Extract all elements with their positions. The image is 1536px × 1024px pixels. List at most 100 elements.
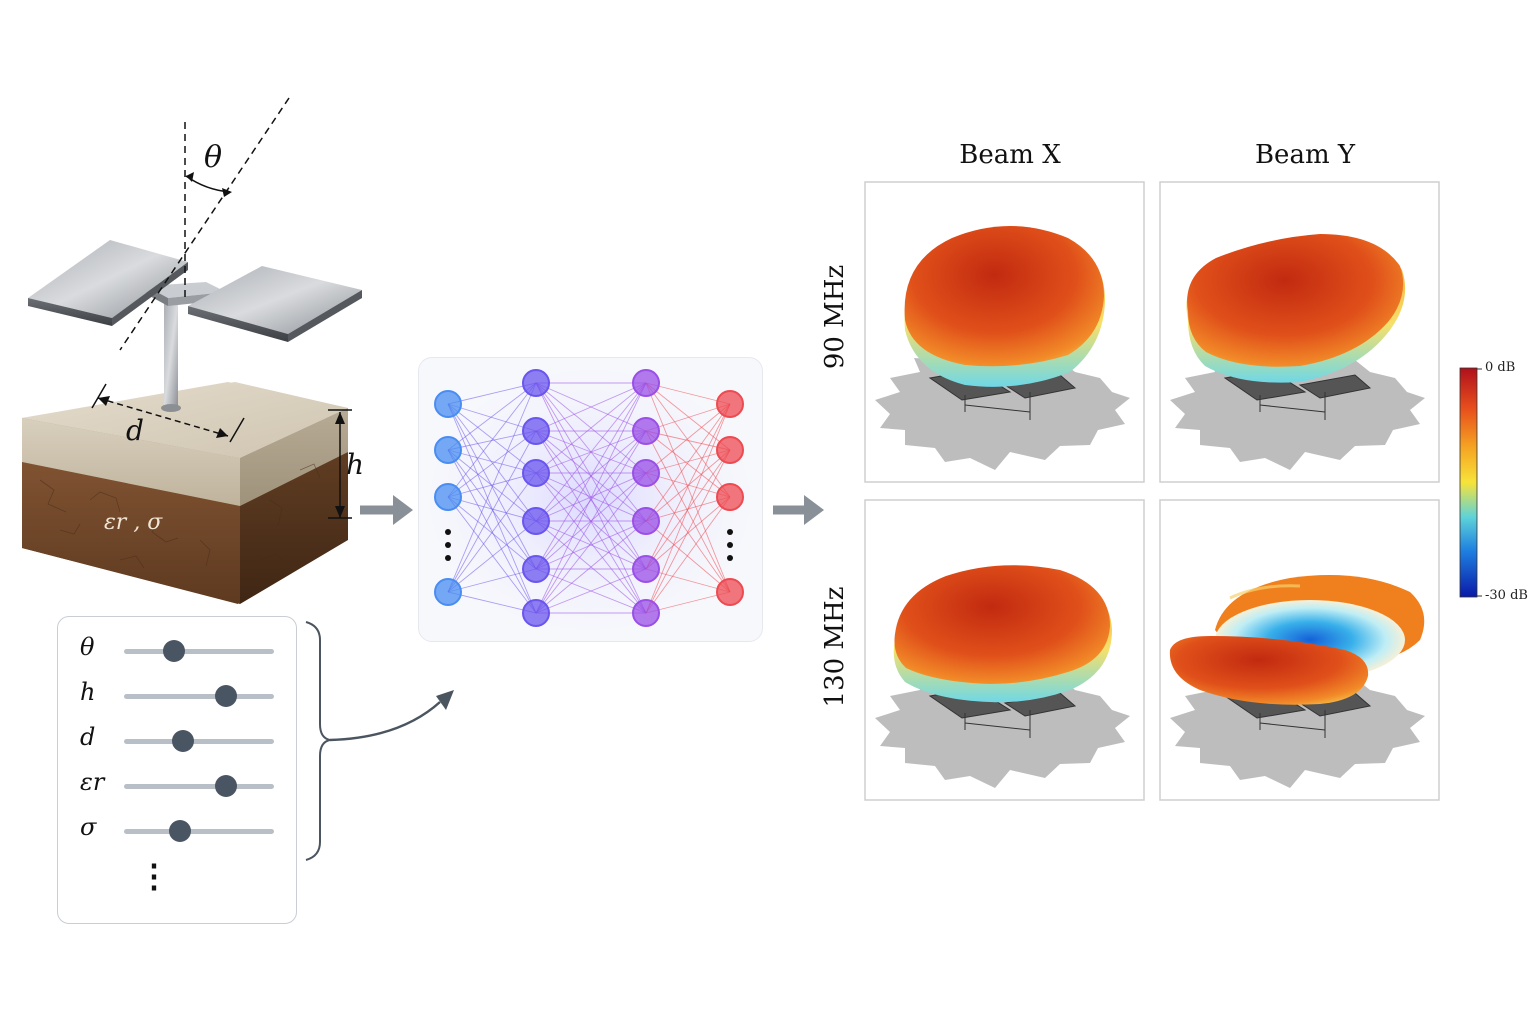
param-curved-arrow <box>329 701 441 742</box>
network-edge <box>645 403 731 522</box>
network-edge <box>447 403 537 474</box>
network-edge <box>645 403 731 614</box>
param-brace <box>305 621 331 861</box>
network-node <box>632 369 660 397</box>
network-node <box>522 459 550 487</box>
parameter-slider-knob[interactable] <box>215 775 237 797</box>
column-title-beam-x: Beam X <box>959 140 1061 170</box>
parameter-slider-knob[interactable] <box>168 820 191 842</box>
dimension-d-label: d <box>126 414 144 447</box>
parameter-symbol: εr <box>80 768 105 796</box>
parameter-slider-knob[interactable] <box>162 640 185 662</box>
network-edge <box>447 449 537 522</box>
network-edge <box>645 520 731 593</box>
network-ellipsis-dot <box>727 555 733 561</box>
network-node <box>522 507 550 535</box>
network-edge <box>447 449 537 570</box>
network-edge <box>535 382 647 432</box>
network-edge <box>447 472 537 498</box>
network-edge <box>447 382 537 405</box>
antenna-plate-left <box>28 240 188 318</box>
network-edge <box>535 568 647 614</box>
network-edge <box>447 449 537 614</box>
network-node <box>632 417 660 445</box>
network-edge <box>447 496 537 614</box>
parameter-slider-track[interactable] <box>124 829 274 834</box>
network-edge <box>447 449 537 474</box>
network-node <box>522 369 550 397</box>
network-edge <box>645 496 731 570</box>
network-edge <box>645 430 731 498</box>
parameter-slider-track[interactable] <box>124 784 274 789</box>
tilt-axis-line <box>119 97 290 351</box>
arrow-to-patterns <box>773 495 824 525</box>
pattern-panels <box>864 181 1482 801</box>
parameter-symbol: d <box>80 723 96 751</box>
network-edge <box>447 520 537 593</box>
network-edge <box>645 430 731 593</box>
network-edge <box>447 472 537 593</box>
antenna-plate-right <box>188 266 362 334</box>
network-node <box>716 436 744 464</box>
lobe-130-beam-y <box>1169 575 1425 705</box>
colorbar <box>1459 367 1478 598</box>
dimension-h-label: h <box>346 448 365 481</box>
soil-side-band <box>240 408 348 506</box>
parameter-symbol: θ <box>80 633 95 661</box>
soil-properties-label: εr , σ <box>104 510 163 535</box>
network-edge <box>447 403 537 522</box>
network-edge <box>645 403 731 474</box>
network-edge <box>447 591 537 614</box>
parameter-more-ellipsis: ⋮ <box>138 857 170 895</box>
network-edge <box>645 449 731 474</box>
network-edge <box>535 430 647 570</box>
network-node <box>632 459 660 487</box>
parameter-slider-knob[interactable] <box>215 685 237 707</box>
network-node <box>716 578 744 606</box>
network-node <box>716 390 744 418</box>
row-title-90mhz: 90 MHz <box>820 264 850 370</box>
column-title-beam-y: Beam Y <box>1254 140 1356 170</box>
parameter-slider-track[interactable] <box>124 739 274 744</box>
network-node <box>522 555 550 583</box>
lobe-130-beam-x <box>893 565 1112 703</box>
parameter-symbol: σ <box>80 813 97 841</box>
network-edge <box>645 382 731 405</box>
network-edge <box>535 430 647 614</box>
network-edge <box>447 430 537 498</box>
network-node <box>434 436 462 464</box>
parameter-slider-track[interactable] <box>124 649 274 654</box>
network-edge <box>645 382 731 593</box>
network-node <box>716 483 744 511</box>
network-edge <box>447 382 537 498</box>
network-node <box>522 417 550 445</box>
angle-label: θ <box>204 140 223 175</box>
network-edge <box>447 496 537 522</box>
network-edge <box>645 403 731 570</box>
network-ellipsis-dot <box>445 555 451 561</box>
network-edge <box>447 403 537 432</box>
network-edge <box>645 449 731 614</box>
neural-network <box>430 369 750 630</box>
parameter-slider-track[interactable] <box>124 694 274 699</box>
network-edge <box>645 449 731 522</box>
network-node <box>434 578 462 606</box>
network-node <box>632 555 660 583</box>
network-edge <box>535 382 647 614</box>
network-ellipsis-dot <box>727 542 733 548</box>
parameter-slider-knob[interactable] <box>171 730 194 752</box>
network-edge <box>645 496 731 614</box>
network-edge <box>535 472 647 570</box>
network-edge <box>535 472 647 614</box>
network-edge <box>645 591 731 614</box>
network-ellipsis-dot <box>445 529 451 535</box>
network-ellipsis-dot <box>727 529 733 535</box>
colorbar-max-label: 0 dB <box>1485 360 1516 375</box>
network-edge <box>645 403 731 432</box>
network-node <box>522 599 550 627</box>
network-edge <box>535 520 647 614</box>
soil-texture <box>39 463 321 569</box>
lobe-90-beam-x <box>904 226 1105 387</box>
network-edge <box>535 382 647 474</box>
